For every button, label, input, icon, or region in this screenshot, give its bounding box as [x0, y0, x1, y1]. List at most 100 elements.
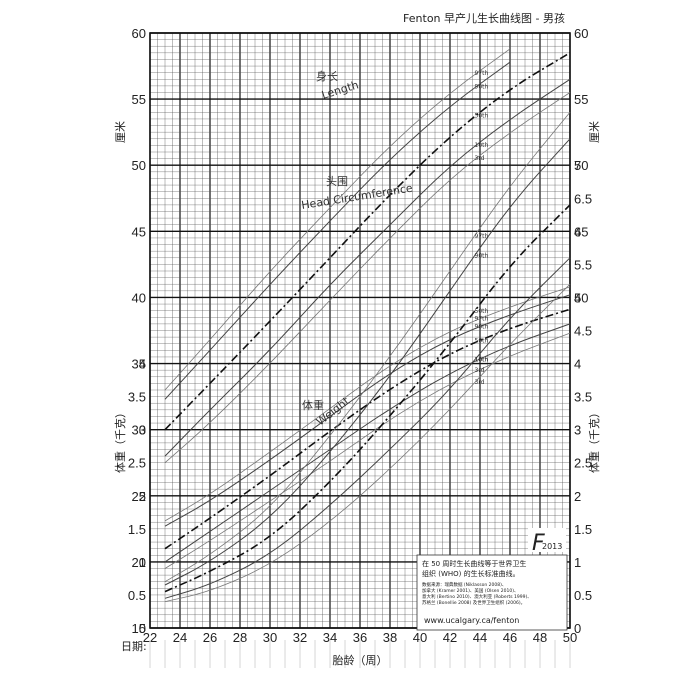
kg-tick-label-right: 4.5: [574, 324, 592, 339]
head-label-en: Head Circumference: [300, 181, 413, 211]
length-curve-3rd: [164, 92, 571, 464]
x-tick-label: 44: [473, 630, 487, 645]
weight-pct-label: 3rd: [475, 379, 485, 386]
kg-tick-label-right: 2.5: [574, 456, 592, 471]
head-label-cn: 头围: [326, 175, 348, 188]
kg-tick-label-left: 4: [139, 357, 146, 372]
percentile-labels: 3rd10th50th90th97th3rd10th50th90th97th3r…: [475, 70, 489, 386]
length-label-cn: 身长: [316, 69, 338, 83]
chart-title: Fenton 早产儿生长曲线图 - 男孩: [403, 11, 565, 25]
head-pct-label: 97th: [475, 316, 489, 323]
x-tick-label: 26: [203, 630, 217, 645]
note-source-1: 数据来源：瑞典数据 (Niklasson 2008)、: [422, 581, 506, 588]
weight-pct-label: 10th: [475, 357, 489, 364]
cm-tick-label-left: 45: [132, 224, 146, 239]
kg-axis-label-left: 体重（千克）: [113, 407, 127, 473]
length-pct-label: 50th: [475, 112, 489, 119]
kg-tick-label-left: 2.5: [128, 456, 146, 471]
x-tick-label: 22: [143, 630, 157, 645]
note-headline-2: 组织 (WHO) 的生长标准曲线。: [422, 569, 520, 578]
length-curve-90th: [164, 61, 511, 400]
head-curve-97th: [164, 286, 571, 522]
x-tick-label: 36: [353, 630, 367, 645]
length-curve-10th: [164, 78, 571, 457]
weight-curve-3rd: [164, 283, 571, 602]
head-pct-label: 3rd: [475, 367, 485, 374]
cm-tick-label-right: 50: [574, 158, 588, 173]
cm-tick-label-left: 30: [132, 423, 146, 438]
fenton-logo: F 2013: [528, 528, 566, 556]
cm-tick-label-left: 40: [132, 290, 146, 305]
head-curve-3rd: [164, 332, 571, 569]
cm-tick-label-left: 60: [132, 26, 146, 41]
length-curve-50th: [164, 52, 571, 431]
x-tick-label: 32: [293, 630, 307, 645]
x-tick-label: 34: [323, 630, 337, 645]
kg-tick-label-right: 5.5: [574, 257, 592, 272]
length-curve-97th: [164, 48, 511, 391]
cm-tick-label-left: 55: [132, 92, 146, 107]
kg-tick-label-left: 1.5: [128, 522, 146, 537]
cm-tick-label-left: 25: [132, 489, 146, 504]
x-tick-label: 46: [503, 630, 517, 645]
x-tick-label: 50: [563, 630, 577, 645]
head-pct-label: 10th: [475, 356, 489, 363]
weight-curve-90th: [164, 138, 571, 586]
cm-axis-label-right: 厘米: [588, 121, 601, 143]
date-label: 日期:: [121, 640, 147, 653]
weight-curve-50th: [164, 204, 571, 593]
x-axis-label: 胎龄（周）: [333, 653, 388, 667]
note-url: www.ucalgary.ca/fenton: [424, 616, 519, 625]
kg-tick-label-right: 1.5: [574, 522, 592, 537]
head-pct-label: 50th: [475, 338, 489, 345]
note-source-3: 意大利 (Bertino 2010)、澳大利亚 (Roberts 1999)、: [422, 593, 532, 600]
percentile-curves: [164, 48, 571, 602]
cm-axis-label-left: 厘米: [114, 121, 127, 143]
kg-tick-label-right: 3.5: [574, 390, 592, 405]
x-tick-label: 24: [173, 630, 187, 645]
kg-tick-label-left: 1: [139, 555, 146, 570]
info-box: 在 50 周时生长曲线等于世界卫生 组织 (WHO) 的生长标准曲线。 数据来源…: [416, 554, 568, 631]
cm-tick-label-right: 45: [574, 224, 588, 239]
note-source-2: 加拿大 (Kramer 2001)、美国 (Olsen 2010)、: [422, 587, 518, 594]
kg-tick-label-right: 1: [574, 555, 581, 570]
kg-tick-label-right: 0: [574, 621, 581, 636]
kg-axis-label-right: 体重（千克）: [587, 407, 601, 473]
weight-curve-10th: [164, 257, 571, 599]
cm-tick-label-right: 60: [574, 26, 588, 41]
fenton-logo-year: 2013: [542, 542, 562, 551]
x-tick-label: 40: [413, 630, 427, 645]
kg-tick-label-right: 6.5: [574, 191, 592, 206]
cm-tick-label-right: 55: [574, 92, 588, 107]
cm-tick-label-left: 35: [132, 357, 146, 372]
cm-tick-label-left: 50: [132, 158, 146, 173]
head-curve-10th: [164, 323, 571, 563]
length-pct-label: 3rd: [475, 155, 485, 162]
x-tick-label: 42: [443, 630, 457, 645]
kg-tick-label-right: 7: [574, 158, 581, 173]
kg-tick-label-left: 3: [139, 423, 146, 438]
weight-pct-label: 90th: [475, 253, 489, 260]
fenton-logo-letter: F: [532, 531, 545, 556]
head-pct-label: 90th: [475, 324, 489, 331]
weight-curve-97th: [164, 112, 571, 583]
length-pct-label: 97th: [475, 70, 489, 77]
kg-tick-label-left: 2: [139, 489, 146, 504]
kg-tick-label-right: 0.5: [574, 588, 592, 603]
x-tick-label: 48: [533, 630, 547, 645]
kg-tick-label-left: 3.5: [128, 390, 146, 405]
length-pct-label: 10th: [475, 142, 489, 149]
x-tick-label: 38: [383, 630, 397, 645]
cm-tick-label-left: 20: [132, 555, 146, 570]
plot-frame: [149, 32, 571, 629]
cm-tick-label-right: 40: [574, 290, 588, 305]
kg-tick-label-right: 6: [574, 224, 581, 239]
note-headline-1: 在 50 周时生长曲线等于世界卫生: [422, 559, 526, 568]
kg-tick-label-right: 4: [574, 357, 581, 372]
cm-tick-label-left: 15: [132, 621, 146, 636]
head-curve-90th: [164, 294, 571, 527]
weight-pct-label: 97th: [475, 233, 489, 240]
kg-tick-label-right: 5: [574, 290, 581, 305]
